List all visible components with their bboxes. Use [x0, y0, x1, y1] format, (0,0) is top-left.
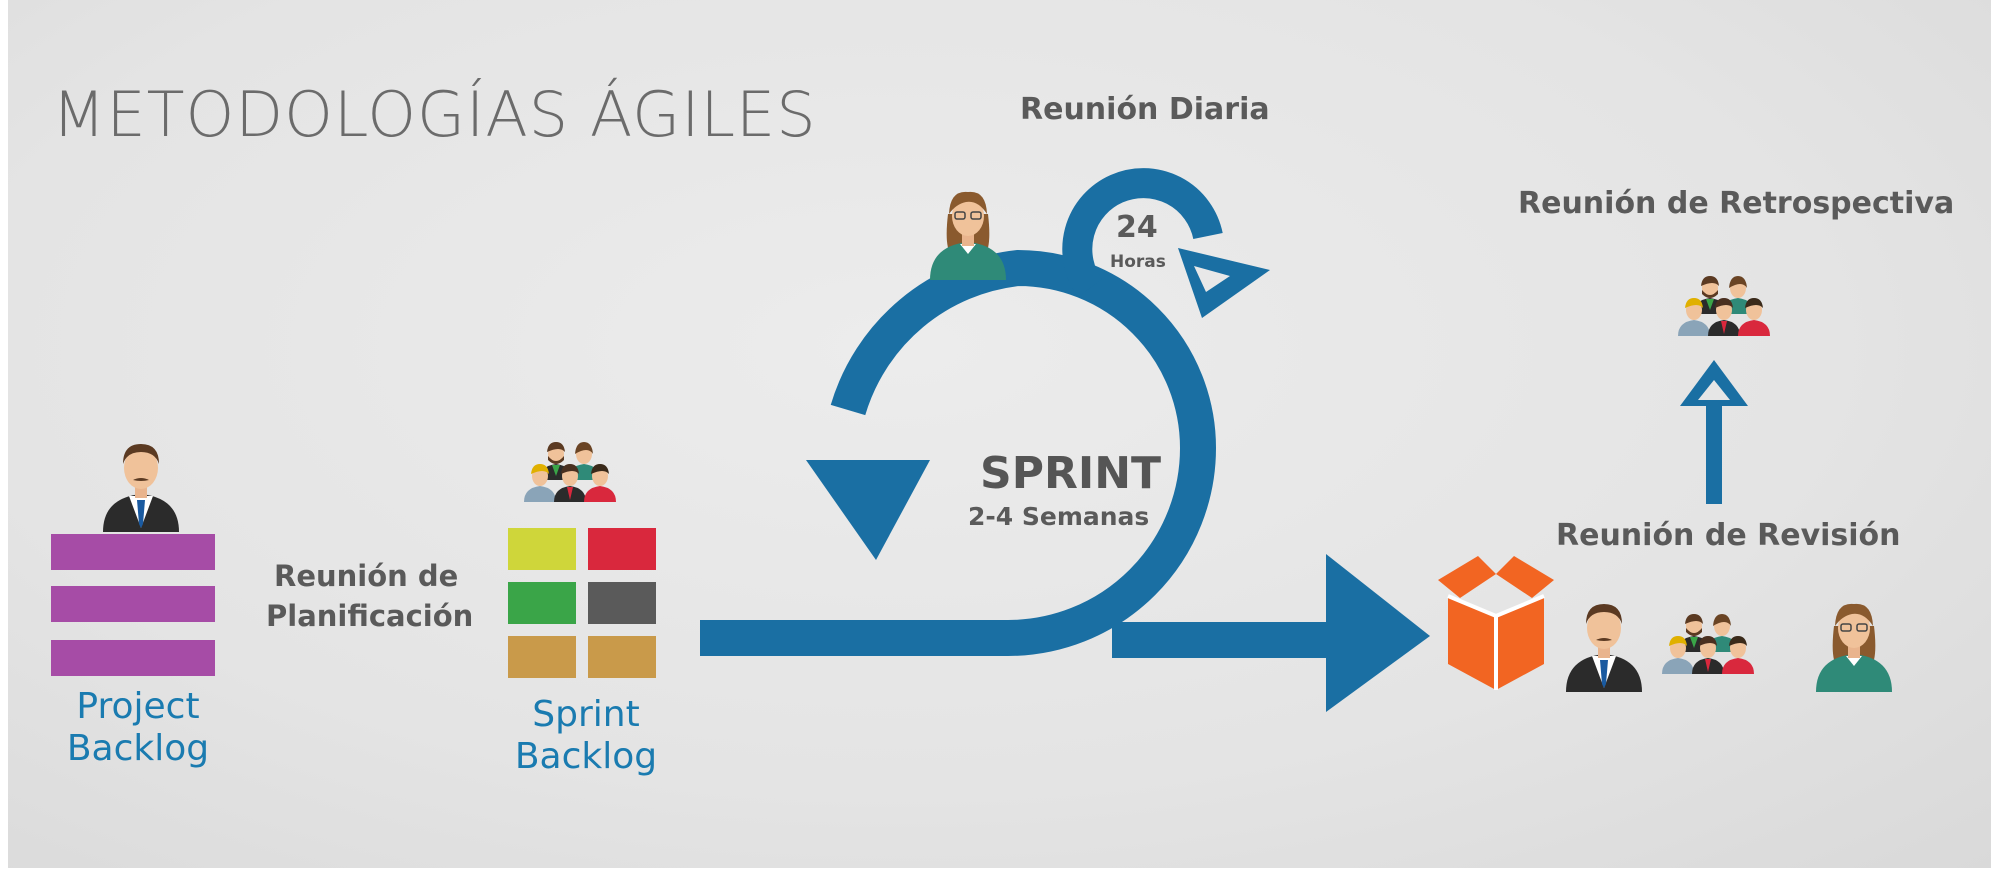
- sprint-task-cell: [588, 636, 656, 678]
- sprint-task-cell: [508, 528, 576, 570]
- team-icon: [1678, 276, 1770, 336]
- daily-arrowhead: [1178, 248, 1270, 318]
- sprint-cycle-arrow-icon: [700, 168, 1223, 656]
- sprint-label: SPRINT: [980, 448, 1162, 499]
- sprint-task-cell: [588, 528, 656, 570]
- backlog-bar: [51, 534, 215, 570]
- backlog-bar: [51, 586, 215, 622]
- product-box-icon: [1438, 556, 1554, 690]
- sprint-backlog-line2: Backlog: [514, 736, 658, 777]
- hours-value: 24: [1116, 210, 1158, 245]
- page-title: METODOLOGÍAS ÁGILES: [52, 78, 817, 151]
- scrum-master-icon: [929, 191, 1007, 281]
- planning-label-line1: Reunión de: [274, 559, 459, 593]
- product-owner-icon: [103, 444, 179, 532]
- project-backlog-stack: [51, 534, 215, 676]
- hours-unit: Horas: [1110, 252, 1166, 272]
- sprint-backlog-line1: Sprint: [532, 694, 640, 735]
- product-owner-icon: [1566, 604, 1642, 692]
- diagram-graphics: [51, 168, 1893, 712]
- sprint-task-cell: [508, 582, 576, 624]
- sprint-backlog-grid: [508, 528, 656, 678]
- delivery-arrowhead: [1326, 554, 1430, 712]
- team-icon: [524, 442, 616, 502]
- sprint-task-cell: [508, 636, 576, 678]
- review-label: Reunión de Revisión: [1556, 518, 1901, 553]
- project-backlog-line1: Project: [76, 686, 200, 727]
- project-backlog-label: Project Backlog: [58, 686, 218, 770]
- sprint-task-cell: [588, 582, 656, 624]
- diagram-canvas: METODOLOGÍAS ÁGILES: [8, 0, 1991, 868]
- arrow-up-icon: [1680, 360, 1748, 504]
- team-icon: [1662, 614, 1754, 674]
- sprint-backlog-label: Sprint Backlog: [506, 694, 666, 778]
- project-backlog-line2: Backlog: [66, 728, 210, 769]
- planning-label-line2: Planificación: [266, 599, 474, 633]
- scrum-master-icon: [1815, 603, 1893, 693]
- cycle-arrowhead: [806, 460, 930, 560]
- backlog-bar: [51, 640, 215, 676]
- sprint-duration: 2-4 Semanas: [968, 502, 1150, 531]
- retrospective-label: Reunión de Retrospectiva: [1518, 186, 1955, 221]
- daily-meeting-label: Reunión Diaria: [1020, 92, 1270, 127]
